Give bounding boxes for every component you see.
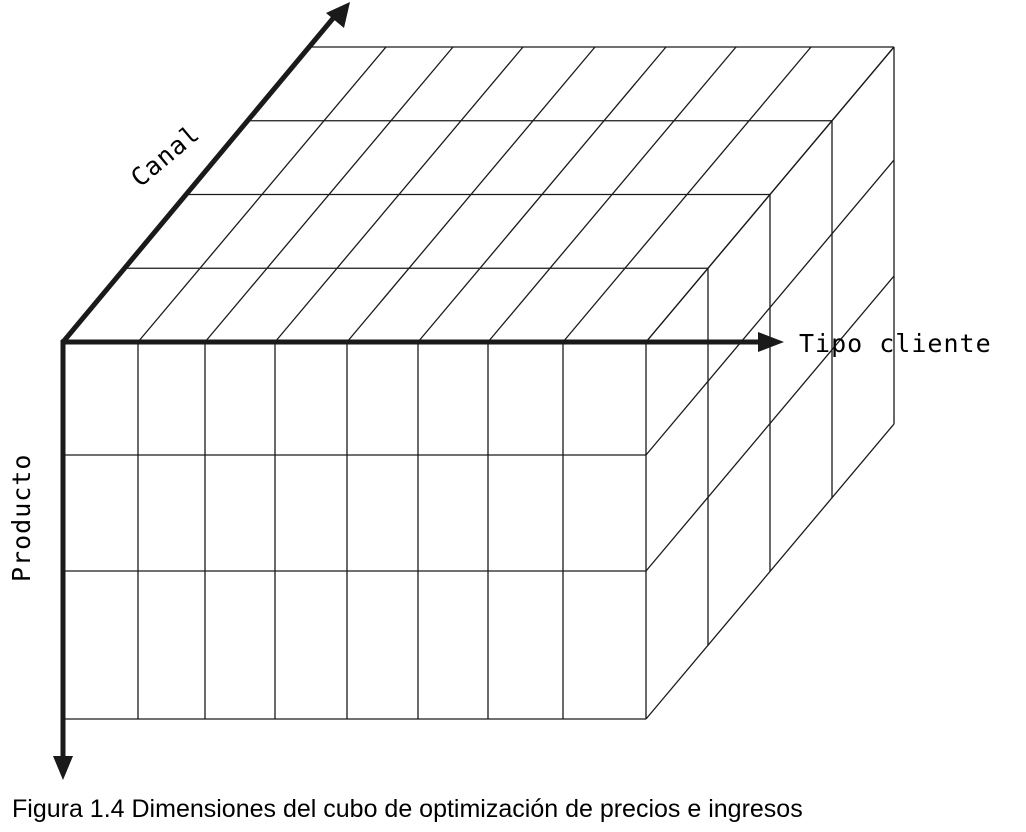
producto-axis (53, 340, 73, 780)
canal-axis (61, 2, 350, 344)
tipo-cliente-axis-label: Tipo cliente (799, 329, 992, 358)
producto-axis-label: Producto (7, 454, 36, 582)
figure-caption: Figura 1.4 Dimensiones del cubo de optim… (12, 795, 803, 823)
canal-axis-label: Canal (125, 119, 205, 193)
olap-cube-diagram: Canal Tipo cliente Producto (7, 2, 992, 780)
tipo-cliente-axis (61, 332, 784, 352)
